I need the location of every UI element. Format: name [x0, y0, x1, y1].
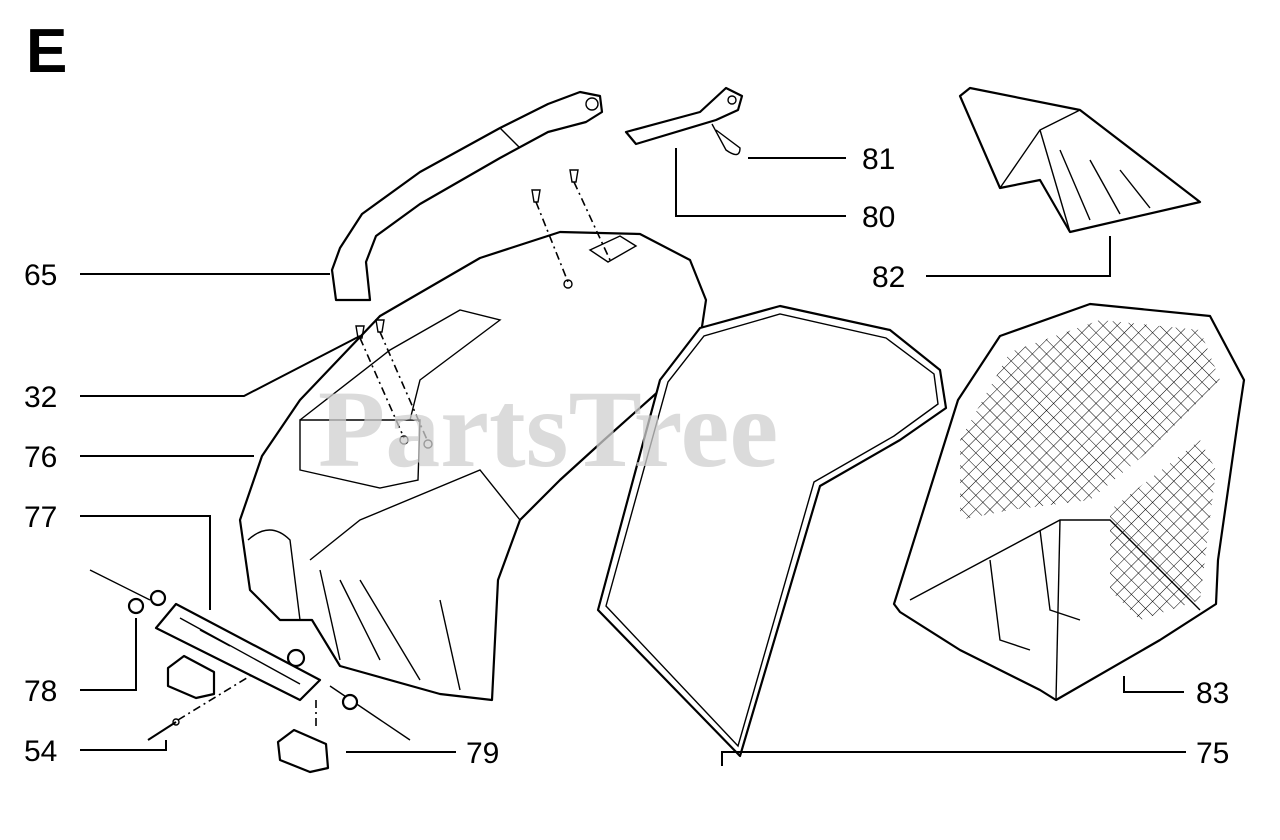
clip-part-79-upper — [166, 654, 216, 700]
grass-catcher-frame-part-76 — [238, 230, 708, 702]
handle-part-65 — [330, 90, 604, 302]
callout-32: 32 — [24, 381, 57, 414]
callout-83: 83 — [1196, 677, 1229, 710]
callout-79: 79 — [466, 737, 499, 770]
callout-80: 80 — [862, 201, 895, 234]
callout-65: 65 — [24, 259, 57, 292]
bag-frame-loop-part-75 — [596, 304, 948, 758]
bracket-part-77 — [89, 569, 411, 741]
section-letter: E — [26, 17, 67, 86]
callout-75: 75 — [1196, 737, 1229, 770]
callout-82: 82 — [872, 261, 905, 294]
spring-clip-part-81 — [711, 123, 741, 156]
callout-81: 81 — [862, 143, 895, 176]
mesh-bag-part-83 — [892, 302, 1246, 702]
callout-76: 76 — [24, 441, 57, 474]
callout-54: 54 — [24, 735, 57, 768]
clip-part-79 — [276, 700, 330, 774]
deflector-part-82 — [958, 86, 1202, 234]
strip-part-80 — [624, 86, 744, 146]
leader-lines — [80, 148, 1186, 766]
screws — [355, 169, 611, 443]
callout-78: 78 — [24, 675, 57, 708]
watermark: PartsTree — [318, 368, 778, 490]
washers-part-78 — [127, 589, 359, 711]
pin-part-54 — [147, 675, 251, 741]
callout-77: 77 — [24, 501, 57, 534]
